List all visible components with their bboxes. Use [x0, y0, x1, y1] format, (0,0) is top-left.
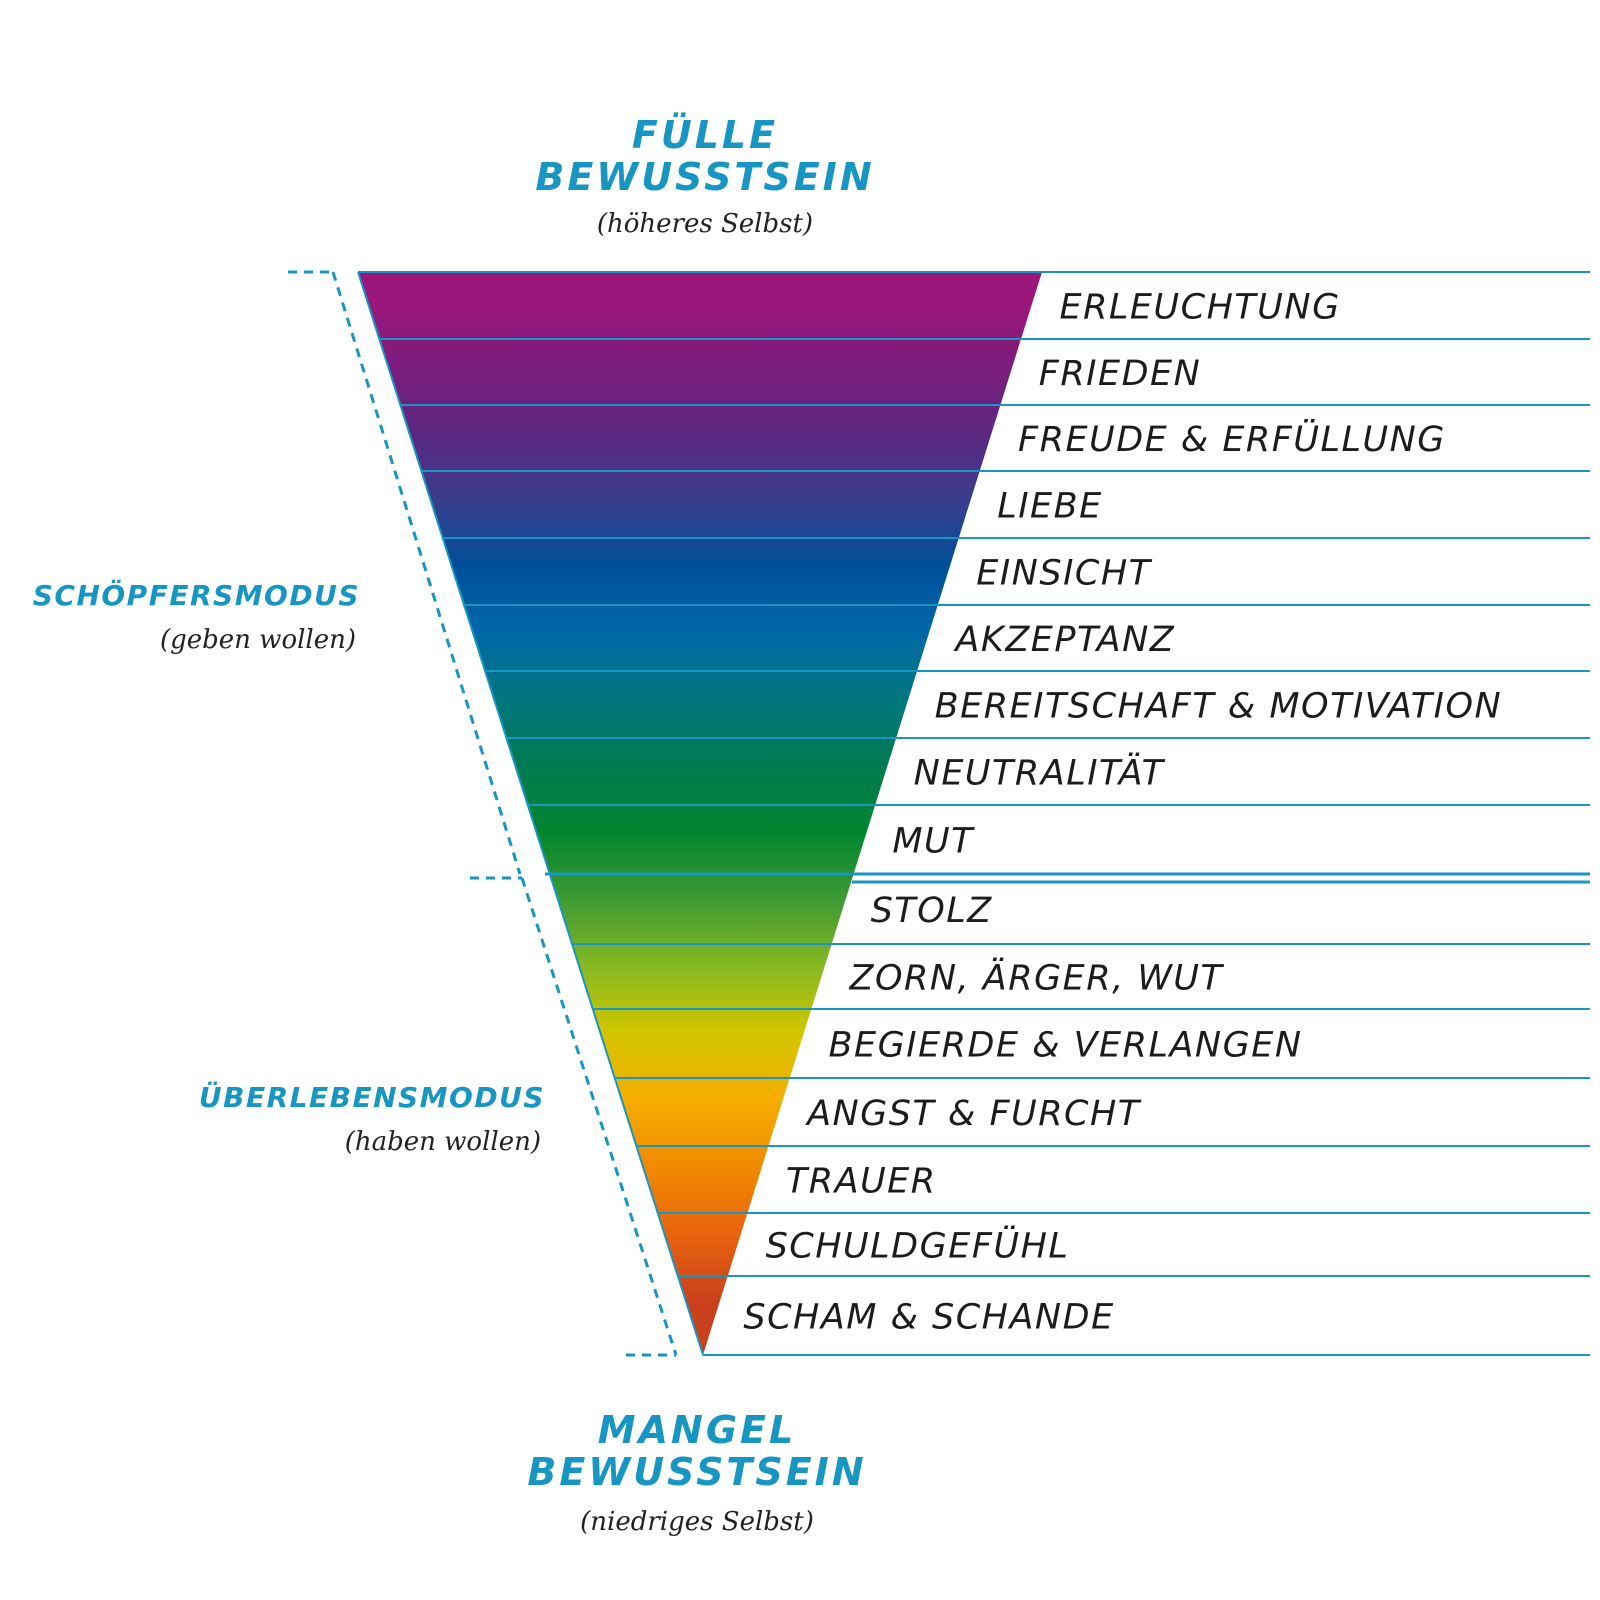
bottom-heading-line1: MANGEL: [598, 1408, 796, 1452]
level-label: STOLZ: [871, 891, 993, 931]
level-freude-erfuellung: FREUDE & ERFÜLLUNG: [421, 418, 1590, 472]
creator-mode-subtitle: (geben wollen): [160, 625, 356, 655]
level-list: ERLEUCHTUNG FRIEDEN FREUDE & ERFÜLLUNG LIEB…: [379, 288, 1590, 1338]
top-heading-subtitle: (höheres Selbst): [597, 209, 813, 239]
bottom-heading-subtitle: (niedriges Selbst): [580, 1507, 814, 1537]
level-scham-schande: SCHAM & SCHANDE: [743, 1298, 1114, 1338]
level-label: SCHAM & SCHANDE: [743, 1298, 1114, 1338]
level-label: FREUDE & ERFÜLLUNG: [1018, 418, 1446, 460]
bottom-heading-line2: BEWUSSTSEIN: [527, 1450, 866, 1494]
level-label: ZORN, ÄRGER, WUT: [848, 957, 1224, 999]
level-stolz: STOLZ: [572, 891, 1590, 945]
level-erleuchtung: ERLEUCHTUNG: [379, 288, 1590, 340]
level-frieden: FRIEDEN: [400, 354, 1590, 406]
funnel-left-edge: [357, 271, 704, 1356]
level-akzeptanz: AKZEPTANZ: [485, 620, 1590, 672]
level-angst-furcht: ANGST & FURCHT: [636, 1094, 1590, 1147]
survival-mode-subtitle: (haben wollen): [345, 1127, 541, 1157]
level-label: TRAUER: [786, 1162, 937, 1202]
consciousness-funnel: [358, 272, 1042, 1355]
level-label: SCHULDGEFÜHL: [766, 1225, 1070, 1267]
level-liebe: LIEBE: [442, 487, 1590, 539]
level-schuldgefuehl: SCHULDGEFÜHL: [677, 1225, 1590, 1277]
level-bereitschaft-motivation: BEREITSCHAFT & MOTIVATION: [506, 687, 1590, 739]
level-trauer: TRAUER: [657, 1162, 1590, 1214]
level-begierde-verlangen: BEGIERDE & VERLANGEN: [614, 1026, 1590, 1079]
top-heading-line2: BEWUSSTSEIN: [535, 155, 874, 199]
level-label: LIEBE: [997, 487, 1103, 527]
level-label: AKZEPTANZ: [953, 620, 1175, 660]
level-einsicht: EINSICHT: [464, 554, 1590, 606]
level-label: ERLEUCHTUNG: [1060, 288, 1341, 328]
survival-mode-title: ÜBERLEBENSMODUS: [199, 1080, 545, 1114]
level-label: BEREITSCHAFT & MOTIVATION: [935, 687, 1503, 727]
level-mut: MUT: [892, 822, 975, 862]
level-label: BEGIERDE & VERLANGEN: [829, 1026, 1303, 1066]
creator-mode-bracket: [288, 270, 522, 875]
level-label: ANGST & FURCHT: [805, 1094, 1142, 1134]
level-label: MUT: [892, 822, 975, 862]
level-label: NEUTRALITÄT: [914, 752, 1166, 794]
top-heading-line1: FÜLLE: [632, 113, 778, 157]
level-label: FRIEDEN: [1039, 354, 1202, 394]
level-neutralitaet: NEUTRALITÄT: [527, 752, 1590, 806]
level-zorn-aerger-wut: ZORN, ÄRGER, WUT: [592, 957, 1590, 1010]
survival-mode-bracket: [470, 876, 678, 1357]
creator-mode-title: SCHÖPFERSMODUS: [33, 578, 360, 612]
level-label: EINSICHT: [976, 554, 1152, 594]
